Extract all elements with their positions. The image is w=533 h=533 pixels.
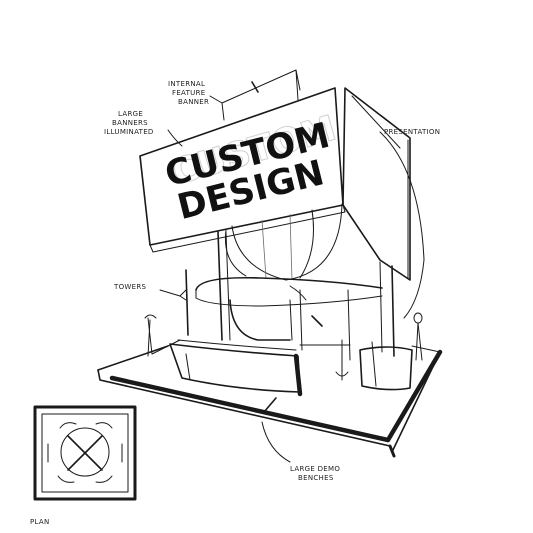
label-large-banners-1: LARGE [118, 110, 143, 118]
label-large-banners-3: ILLUMINATED [104, 128, 154, 136]
label-towers: TOWERS [113, 283, 146, 291]
label-demo-benches-1: LARGE DEMO [290, 465, 340, 473]
annotation-leaders [159, 95, 425, 463]
right-demo-bench [335, 339, 413, 391]
left-wall [144, 314, 181, 357]
side-banner-face [342, 87, 411, 281]
front-demo-bench [169, 339, 303, 397]
label-internal-2: FEATURE [172, 89, 205, 97]
towers [185, 231, 395, 361]
label-presentation: PRESENTATION [384, 128, 440, 136]
figure-right [413, 312, 423, 361]
label-large-banners-2: BANNERS [112, 119, 148, 127]
label-internal-3: BANNER [178, 98, 209, 106]
side-banner [342, 87, 411, 281]
floor-plan [33, 405, 137, 501]
hanging-fabric [224, 203, 343, 281]
internal-feature-banner [221, 69, 301, 121]
label-internal-1: INTERNAL [168, 80, 205, 88]
label-plan: PLAN [30, 518, 50, 526]
label-demo-benches-2: BENCHES [298, 474, 334, 482]
floor-platform [97, 345, 443, 458]
ring-header [195, 276, 383, 307]
center-counter [229, 299, 351, 346]
annotation-labels: INTERNAL FEATURE BANNER LARGE BANNERS IL… [30, 80, 440, 526]
plan-outline [33, 405, 137, 501]
